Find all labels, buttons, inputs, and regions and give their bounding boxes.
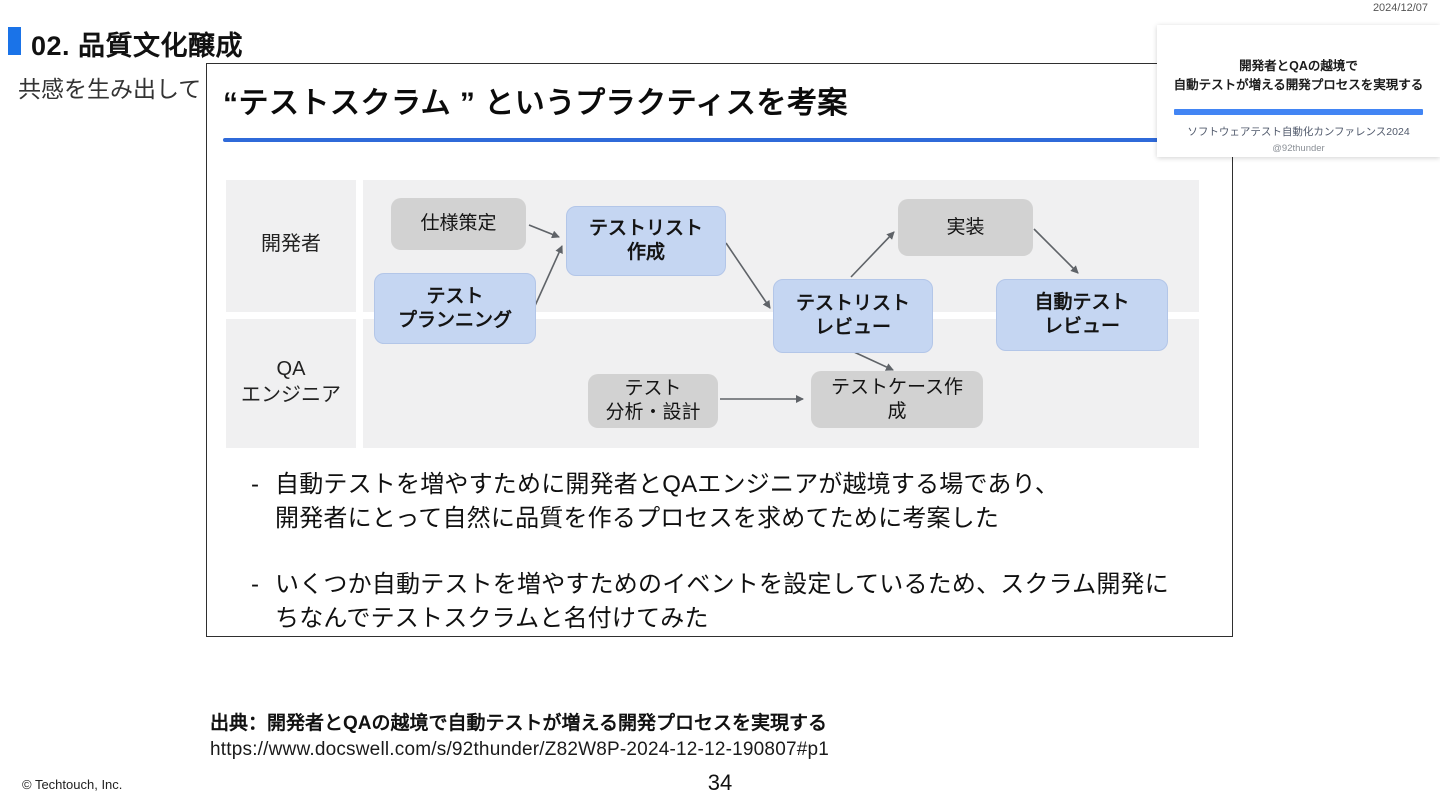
- bullet-item: - いくつか自動テストを増やすためのイベントを設定しているため、スクラム開発に …: [251, 568, 1201, 636]
- node-auto-test-review: 自動テスト レビュー: [996, 279, 1168, 351]
- copyright: © Techtouch, Inc.: [22, 777, 123, 792]
- bullet-text: 自動テストを増やすために開発者とQAエンジニアが越境する場であり、 開発者にとっ…: [275, 471, 1060, 532]
- bullet-marker: -: [251, 471, 259, 498]
- lane-label-cell-developer: [226, 180, 356, 312]
- card-title-line2: 自動テストが増える開発プロセスを実現する: [1173, 78, 1424, 92]
- node-test-list-review: テストリスト レビュー: [773, 279, 933, 353]
- test-scrum-flow-diagram: 開発者 QA エンジニア 仕様策定 テストリスト 作成 テスト プランニング: [226, 180, 1199, 448]
- page-subtitle: 共感を生み出して: [18, 76, 202, 102]
- node-test-list-creation: テストリスト 作成: [566, 206, 726, 276]
- embedded-slide-screenshot: “テストスクラム ” というプラクティスを考案 開発者 QA エンジニア: [206, 63, 1233, 637]
- source-url[interactable]: https://www.docswell.com/s/92thunder/Z82…: [210, 739, 830, 760]
- date-label: 2024/12/07: [1372, 2, 1428, 14]
- node-test-analysis-design: テスト 分析・設計: [588, 374, 718, 428]
- node-spec-definition: 仕様策定: [391, 198, 526, 250]
- lane-label-qa-engineer: QA エンジニア: [241, 358, 341, 406]
- source-citation: 出典：開発者とQAの越境で自動テストが増える開発プロセスを実現する https:…: [210, 711, 829, 763]
- node-test-planning: テスト プランニング: [374, 273, 536, 344]
- card-conference-name: ソフトウェアテスト自動化カンファレンス2024: [1187, 126, 1410, 138]
- source-title: 開発者とQAの越境で自動テストが増える開発プロセスを実現する: [267, 713, 827, 734]
- source-presentation-card: 開発者とQAの越境で 自動テストが増える開発プロセスを実現する ソフトウェアテス…: [1157, 25, 1440, 157]
- node-test-case-creation: テストケース作 成: [811, 371, 983, 428]
- source-label: 出典：: [210, 713, 268, 734]
- card-title-line1: 開発者とQAの越境で: [1239, 59, 1358, 73]
- title-underline: [223, 138, 1159, 142]
- bullet-text: いくつか自動テストを増やすためのイベントを設定しているため、スクラム開発に ちな…: [275, 571, 1169, 632]
- lane-label-cell-qa: [226, 319, 356, 448]
- card-author-handle: @92thunder: [1272, 143, 1325, 154]
- section-accent-bar: [8, 27, 21, 55]
- lane-label-developer: 開発者: [261, 233, 321, 255]
- page-number: 34: [707, 770, 733, 795]
- bullet-item: - 自動テストを増やすために開発者とQAエンジニアが越境する場であり、 開発者に…: [251, 468, 1201, 536]
- bullet-marker: -: [251, 571, 259, 598]
- source-title-line: 出典：開発者とQAの越境で自動テストが増える開発プロセスを実現する: [210, 711, 829, 737]
- section-title: 02. 品質文化醸成: [31, 31, 244, 61]
- embedded-slide-title: “テストスクラム ” というプラクティスを考案: [223, 87, 848, 120]
- node-implementation: 実装: [898, 199, 1033, 256]
- card-accent-bar: [1174, 109, 1423, 115]
